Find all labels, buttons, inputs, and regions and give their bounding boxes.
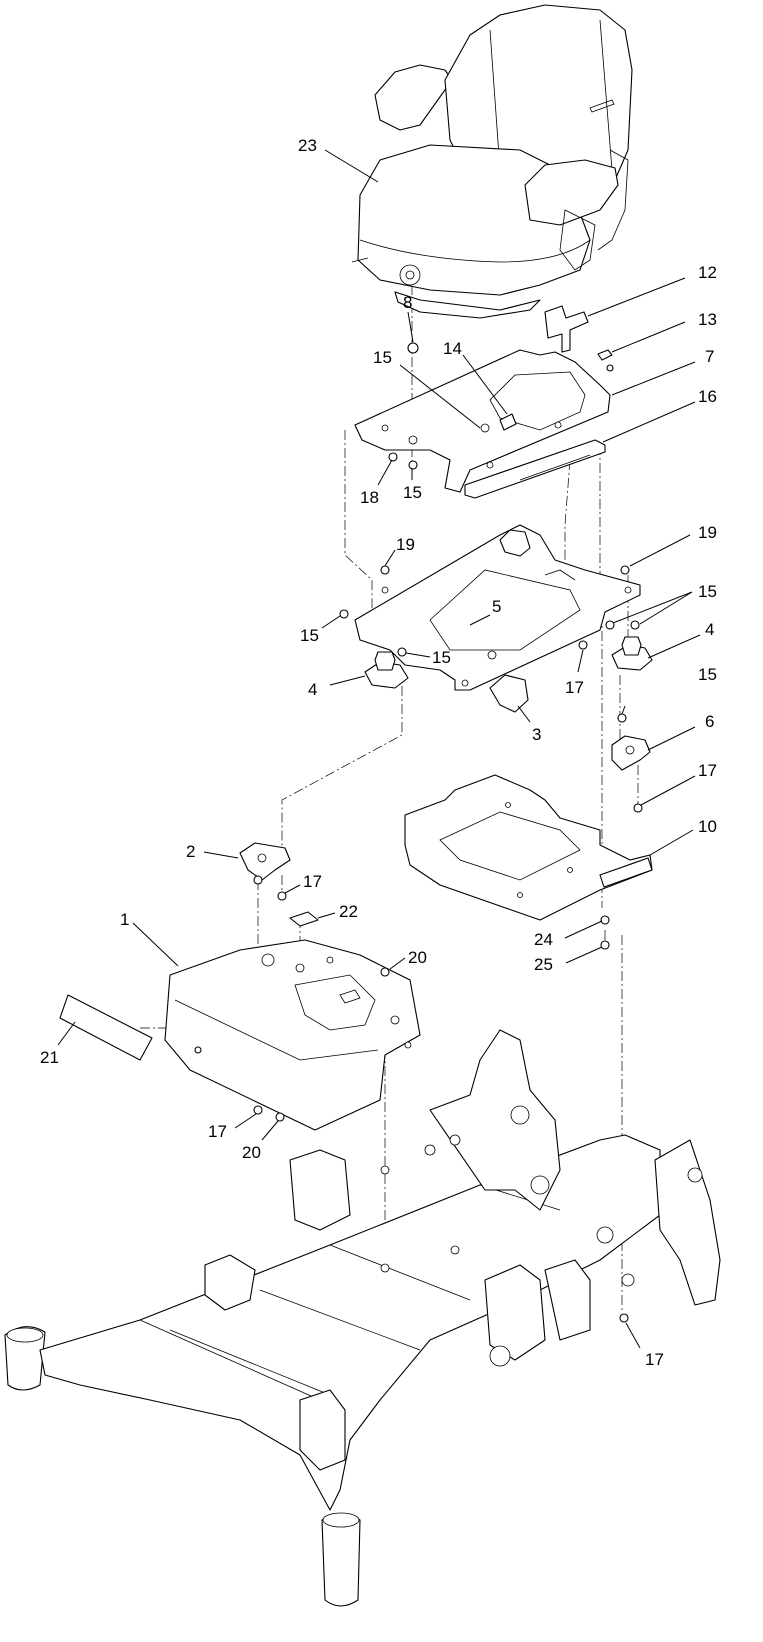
callout-22: 22 — [339, 902, 358, 921]
callout-15: 15 — [698, 582, 717, 601]
callout-15: 15 — [698, 665, 717, 684]
decal-21 — [59, 994, 153, 1061]
seat-mount-frame-5 — [354, 524, 641, 713]
part-12-bracket — [544, 305, 589, 353]
callout-6: 6 — [705, 712, 714, 731]
callout-13: 13 — [698, 310, 717, 329]
callout-4: 4 — [705, 620, 714, 639]
callout-17: 17 — [565, 678, 584, 697]
bracket-2 — [239, 842, 291, 881]
callout-labels: 23 12 8 13 14 15 7 16 18 15 19 19 5 15 1… — [40, 136, 717, 1369]
callout-23: 23 — [298, 136, 317, 155]
callout-19: 19 — [396, 535, 415, 554]
callout-10: 10 — [698, 817, 717, 836]
callout-15: 15 — [403, 483, 422, 502]
callout-7: 7 — [705, 347, 714, 366]
callout-1: 1 — [120, 910, 129, 929]
callout-21: 21 — [40, 1048, 59, 1067]
callout-3: 3 — [532, 725, 541, 744]
callout-17: 17 — [698, 761, 717, 780]
callout-24: 24 — [534, 930, 553, 949]
callout-14: 14 — [443, 339, 462, 358]
callout-17: 17 — [645, 1350, 664, 1369]
floor-pan-10 — [404, 774, 653, 921]
console-cover-1 — [164, 939, 421, 1131]
hardware-group-lower — [194, 364, 643, 1323]
seat-plate-7 — [354, 349, 611, 493]
callout-19: 19 — [698, 523, 717, 542]
callout-20: 20 — [408, 948, 427, 967]
callout-8: 8 — [403, 293, 412, 312]
callout-25: 25 — [534, 955, 553, 974]
callout-17: 17 — [303, 872, 322, 891]
callout-17: 17 — [208, 1122, 227, 1141]
callout-20: 20 — [242, 1143, 261, 1162]
callout-12: 12 — [698, 263, 717, 282]
callout-18: 18 — [360, 488, 379, 507]
isolator-4-right — [611, 636, 653, 671]
seat-assembly — [351, 4, 633, 319]
part-13-screw — [597, 349, 613, 361]
callout-5: 5 — [492, 597, 501, 616]
hardware-group-upper — [388, 342, 419, 470]
callout-2: 2 — [186, 842, 195, 861]
callout-4: 4 — [308, 680, 317, 699]
callout-leaders — [57, 149, 701, 1349]
chassis-frame — [4, 1029, 721, 1607]
decal-22 — [289, 911, 319, 927]
bracket-6 — [611, 735, 651, 771]
slide-rail-16 — [464, 439, 606, 499]
isolator-4-left — [364, 651, 409, 689]
callout-15: 15 — [432, 648, 451, 667]
callout-16: 16 — [698, 387, 717, 406]
callout-15: 15 — [373, 348, 392, 367]
callout-15: 15 — [300, 626, 319, 645]
